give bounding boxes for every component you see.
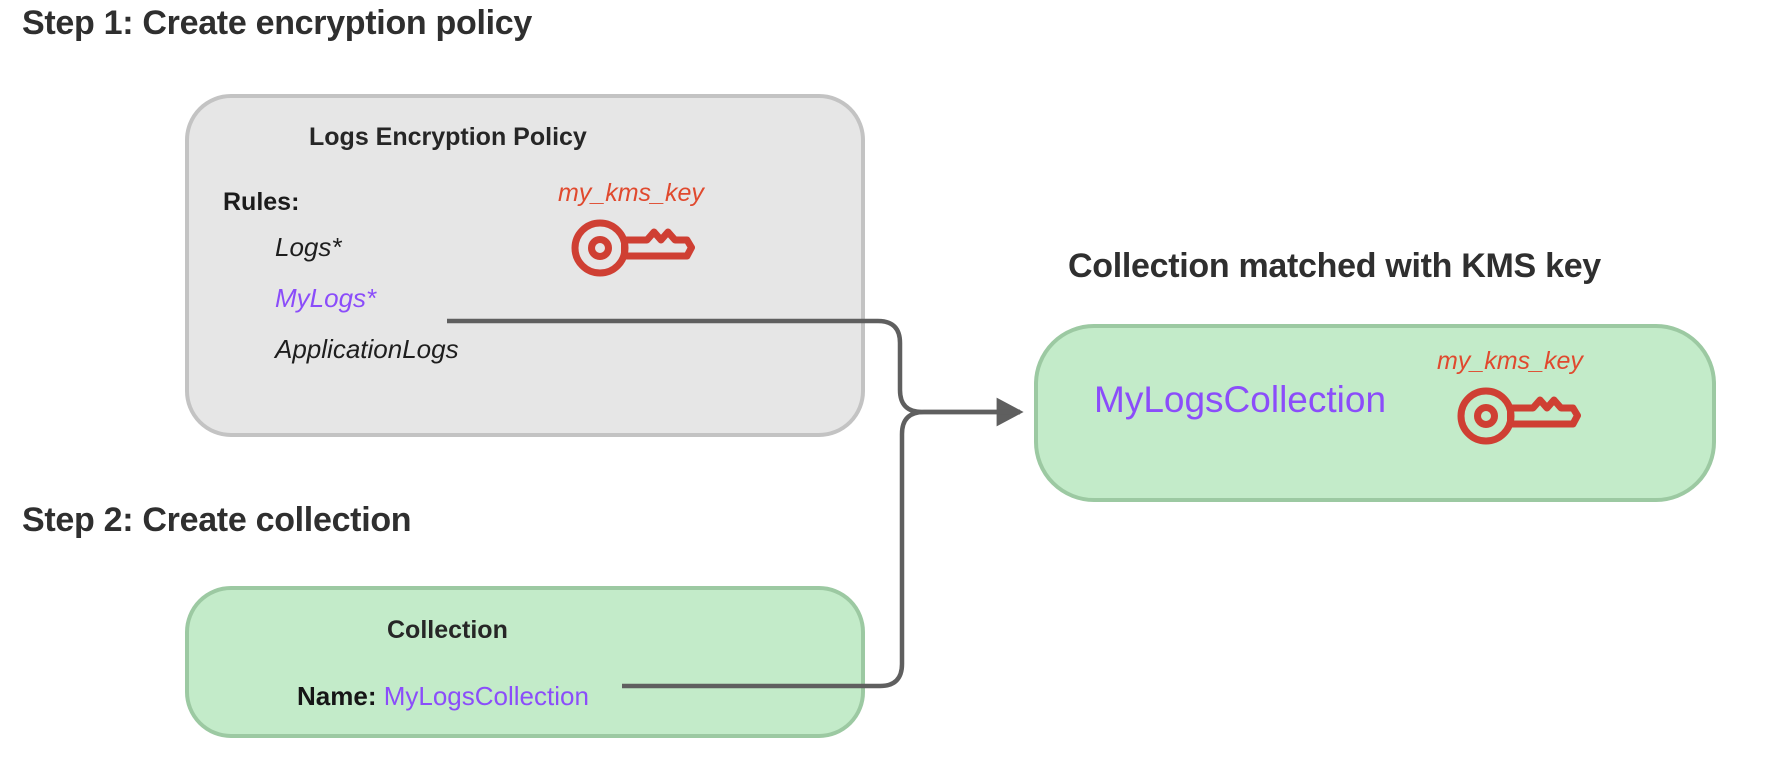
key-icon	[1457, 387, 1581, 445]
matched-collection-box: MyLogsCollection my_kms_key	[1034, 324, 1716, 502]
collection-box: Collection Name: MyLogsCollection	[185, 586, 865, 738]
collection-name-row: Name: MyLogsCollection	[297, 681, 589, 712]
matched-kms-key-label: my_kms_key	[1437, 347, 1583, 375]
rule-item-matched: MyLogs*	[275, 283, 377, 313]
policy-kms-key-label: my_kms_key	[558, 179, 704, 207]
step-2-heading: Step 2: Create collection	[22, 501, 412, 539]
collection-name-label: Name:	[297, 681, 377, 711]
rule-item: Logs*	[275, 232, 342, 262]
matched-collection-heading: Collection matched with KMS key	[1068, 247, 1601, 285]
step-1-heading: Step 1: Create encryption policy	[22, 4, 532, 42]
collection-box-title: Collection	[387, 616, 508, 644]
matched-collection-name: MyLogsCollection	[1094, 379, 1387, 420]
policy-box-title: Logs Encryption Policy	[309, 123, 587, 151]
key-icon	[571, 219, 695, 277]
rules-label: Rules:	[223, 188, 300, 216]
collection-name-value: MyLogsCollection	[383, 681, 589, 711]
logs-encryption-policy-box: Logs Encryption Policy Rules: Logs* MyLo…	[185, 94, 865, 437]
rule-item: ApplicationLogs	[275, 334, 459, 364]
